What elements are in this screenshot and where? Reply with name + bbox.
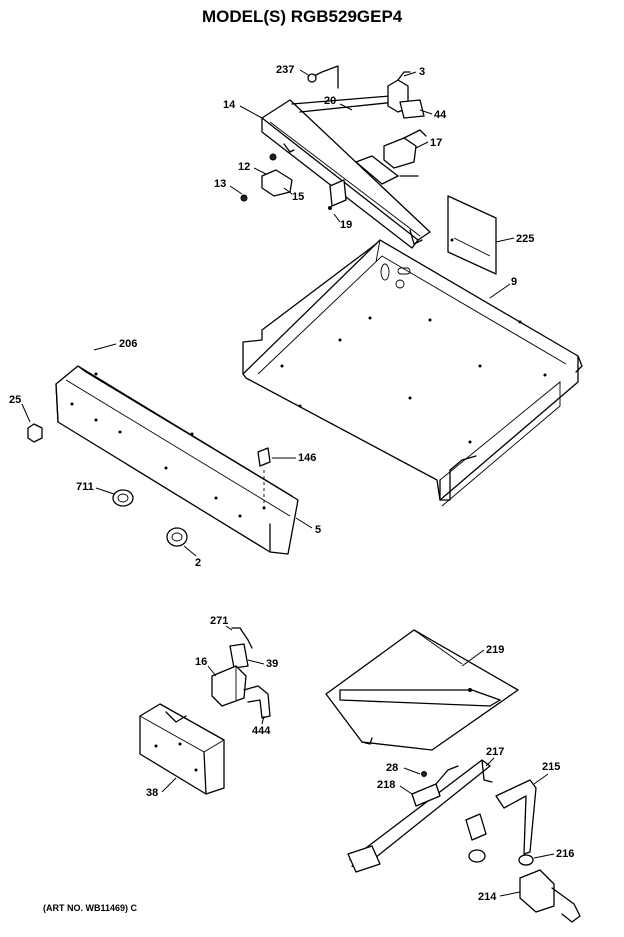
callout-38: 38 — [146, 787, 158, 799]
callout-16: 16 — [195, 656, 207, 668]
callout-5: 5 — [315, 524, 321, 536]
manifold-assembly — [240, 65, 431, 249]
callout-20: 20 — [324, 95, 336, 107]
callout-218: 218 — [377, 779, 395, 791]
callout-39: 39 — [266, 658, 278, 670]
callout-44: 44 — [434, 109, 447, 121]
broiler-pan — [325, 629, 519, 751]
broil-burner — [347, 759, 493, 873]
callout-25: 25 — [9, 394, 21, 406]
callout-19: 19 — [340, 219, 352, 231]
callout-3: 3 — [419, 66, 425, 78]
callout-146: 146 — [298, 452, 316, 464]
callout-271: 271 — [210, 615, 228, 627]
art-number: (ART NO. WB11469) C — [43, 903, 138, 913]
callout-216: 216 — [556, 848, 574, 860]
callout-17: 17 — [430, 137, 442, 149]
callout-214: 214 — [478, 891, 497, 903]
callout-219: 219 — [486, 644, 504, 656]
callout-12: 12 — [238, 161, 250, 173]
callout-2: 2 — [195, 557, 201, 569]
callout-9: 9 — [511, 276, 517, 288]
igniter-bracket — [495, 779, 581, 923]
model-title: MODEL(S) RGB529GEP4 — [202, 7, 403, 26]
valve-shield — [139, 703, 225, 795]
callout-215: 215 — [542, 761, 560, 773]
heat-shield-plate — [447, 195, 497, 275]
callout-15: 15 — [292, 191, 304, 203]
callout-14: 14 — [223, 99, 236, 111]
callout-444: 444 — [252, 725, 271, 737]
callout-28: 28 — [386, 762, 398, 774]
burner-box — [242, 239, 583, 507]
callout-13: 13 — [214, 178, 226, 190]
safety-valve-assembly — [211, 627, 271, 719]
manifold-panel — [55, 365, 299, 555]
callout-206: 206 — [119, 338, 137, 350]
callout-237: 237 — [276, 64, 294, 76]
callout-217: 217 — [486, 746, 504, 758]
callout-711: 711 — [76, 481, 94, 493]
callout-225: 225 — [516, 233, 534, 245]
knob-parts — [27, 423, 271, 547]
